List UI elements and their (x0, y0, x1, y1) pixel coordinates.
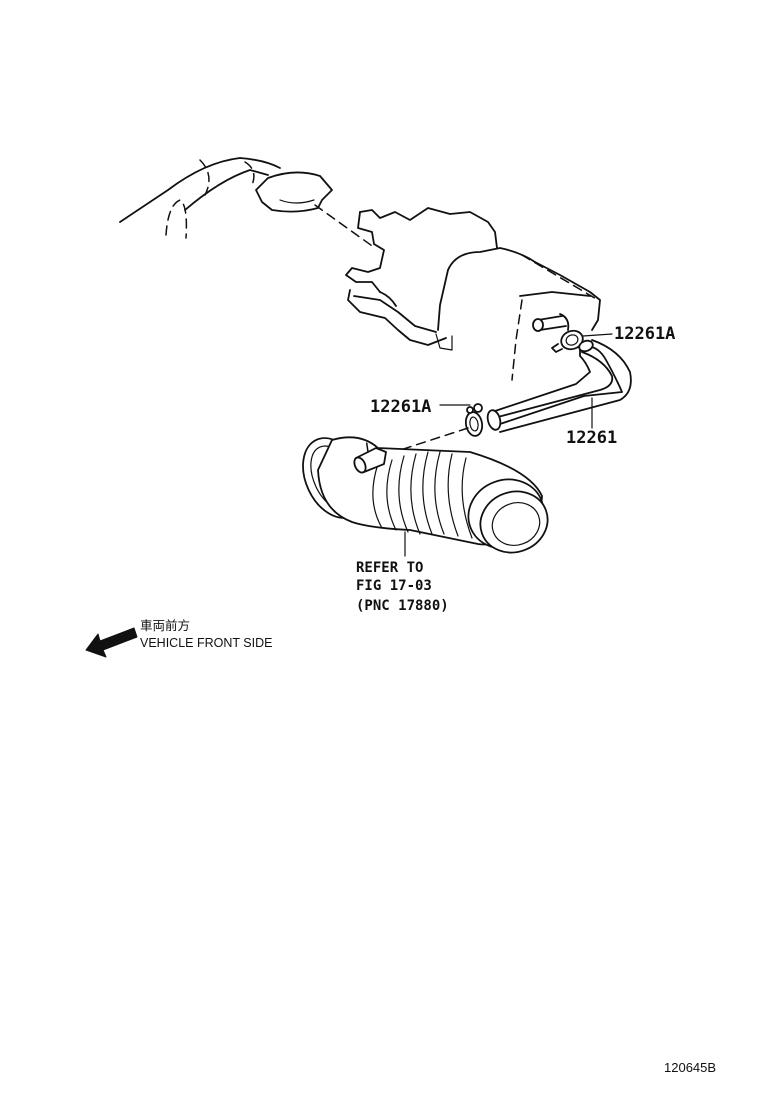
cylinder-head-cover (345, 207, 498, 351)
oil-filler-cap (255, 171, 333, 213)
direction-label-en: VEHICLE FRONT SIDE (140, 636, 272, 650)
reference-line-3: (PNC 17880) (356, 598, 449, 614)
intake-air-connector (302, 436, 549, 554)
engine-outline (119, 157, 281, 239)
arrow-left-down-icon (85, 627, 138, 658)
vehicle-front-indicator: 車両前方 VEHICLE FRONT SIDE (85, 618, 272, 658)
callout-hose: 12261 (566, 428, 617, 448)
breather-housing (314, 204, 601, 381)
reference-line-1: REFER TO (356, 560, 423, 576)
reference-line-2: FIG 17-03 (356, 578, 432, 594)
leader-clamp-upper (582, 333, 613, 337)
breather-pipe (532, 313, 570, 332)
direction-label-jp: 車両前方 (140, 618, 190, 633)
ventilation-hose (486, 339, 632, 433)
callout-clamp-upper: 12261A (614, 324, 675, 344)
lower-hose-clamp (464, 403, 484, 437)
callout-clamp-lower: 12261A (370, 397, 431, 417)
leader-lines (404, 333, 613, 557)
upper-hose-clamp (551, 329, 584, 353)
figure-number: 120645B (664, 1060, 716, 1075)
